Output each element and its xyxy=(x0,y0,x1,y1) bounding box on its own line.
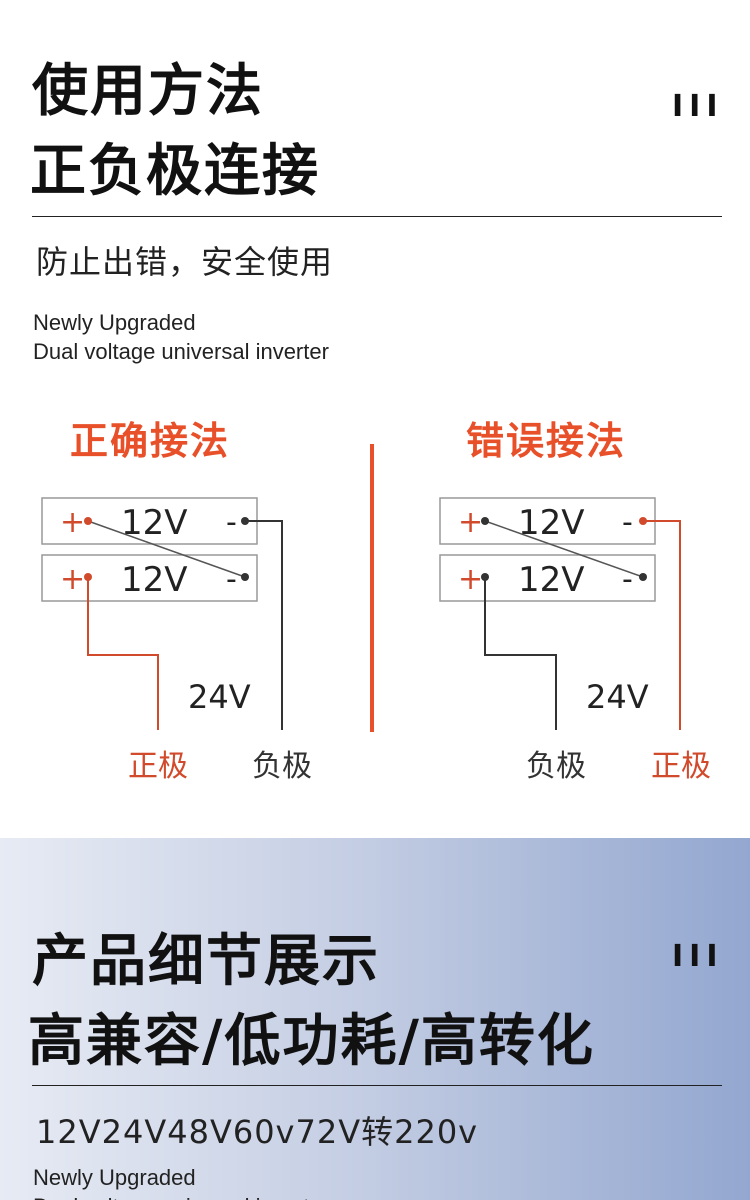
section-title-details: 产品细节展示 xyxy=(32,929,380,994)
english-line-1: Newly Upgraded xyxy=(33,1165,196,1190)
plus-sign: + xyxy=(458,562,483,597)
correct-wiring-title: 正确接法 xyxy=(70,419,231,463)
section-subtitle: 防止出错，安全使用 xyxy=(36,243,334,281)
jumper-wire xyxy=(484,520,644,578)
english-line-1: Newly Upgraded xyxy=(33,310,196,335)
plus-sign: + xyxy=(60,562,85,597)
negative-label: 负极 xyxy=(526,749,586,784)
negative-label: 负极 xyxy=(252,749,312,784)
total-voltage-label: 24V xyxy=(188,678,251,716)
menu-bars-icon: III xyxy=(672,89,724,124)
positive-label: 正极 xyxy=(128,749,188,784)
minus-sign: - xyxy=(226,505,237,540)
negative-wire xyxy=(484,577,557,730)
plus-sign: + xyxy=(458,505,483,540)
battery-bottom-correct xyxy=(41,554,258,602)
minus-sign: - xyxy=(622,505,633,540)
battery-voltage-label: 12V xyxy=(121,560,188,600)
plus-sign: + xyxy=(60,505,85,540)
menu-bars-icon: III xyxy=(672,939,724,974)
terminal-dot xyxy=(481,517,489,525)
header-divider xyxy=(32,216,722,217)
battery-top-wrong xyxy=(439,497,656,545)
total-voltage-label: 24V xyxy=(586,678,649,716)
section-title-usage: 使用方法 xyxy=(32,59,264,124)
jumper-wire xyxy=(87,520,246,578)
terminal-dot xyxy=(84,517,92,525)
section-title-polarity: 正负极连接 xyxy=(30,139,320,204)
positive-label: 正极 xyxy=(651,749,711,784)
terminal-dot xyxy=(241,573,249,581)
english-line-2: Dual voltage universal inverter xyxy=(33,339,329,364)
positive-wire xyxy=(643,520,681,730)
minus-sign: - xyxy=(226,562,237,597)
battery-top-correct xyxy=(41,497,258,545)
wiring-diagram: + 12V - + 12V - 24V 正极 负极 + 12V - + 12V … xyxy=(41,444,711,784)
product-details-section: 产品细节展示 III 高兼容/低功耗/高转化 12V24V48V60v72V转2… xyxy=(0,838,750,1200)
correct-wiring-diagram: + 12V - + 12V - 24V 正极 负极 xyxy=(41,497,312,784)
negative-wire xyxy=(245,520,283,730)
wrong-wiring-diagram: + 12V - + 12V - 24V 负极 正极 xyxy=(439,497,711,784)
wrong-wiring-title: 错误接法 xyxy=(466,419,627,463)
header-divider xyxy=(32,1085,722,1086)
section-title-features: 高兼容/低功耗/高转化 xyxy=(28,1009,595,1074)
battery-bottom-wrong xyxy=(439,554,656,602)
battery-voltage-label: 12V xyxy=(518,560,585,600)
positive-wire xyxy=(87,577,159,730)
terminal-dot xyxy=(639,573,647,581)
voltage-subtitle: 12V24V48V60v72V转220v xyxy=(36,1113,479,1151)
minus-sign: - xyxy=(622,562,633,597)
english-line-2: Dual voltage universal inverter xyxy=(33,1192,329,1200)
